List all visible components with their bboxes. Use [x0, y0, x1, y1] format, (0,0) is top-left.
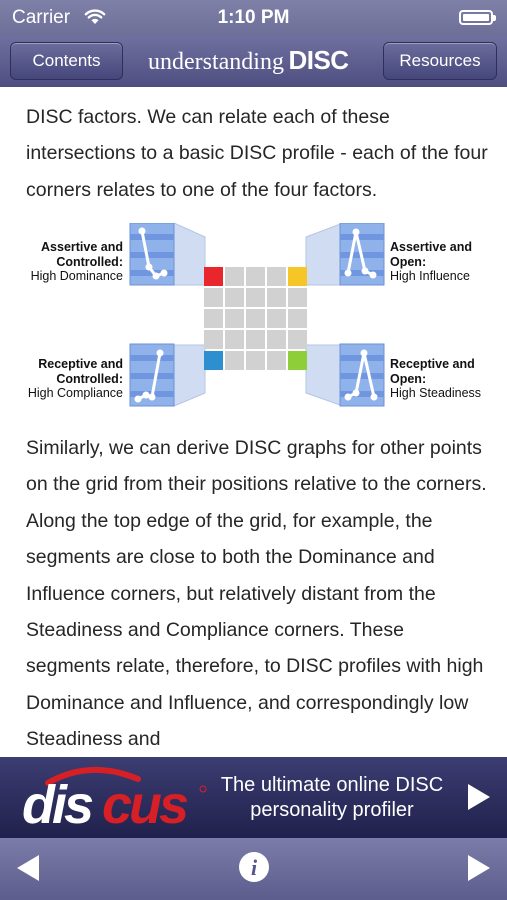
grid-cell — [246, 288, 265, 307]
wifi-icon — [84, 9, 106, 24]
clock: 1:10 PM — [217, 7, 290, 28]
navigation-bar: Contents understanding DISC Resources — [0, 36, 507, 87]
grid-cell — [288, 267, 307, 286]
grid-cell — [267, 288, 286, 307]
grid-cell — [204, 288, 223, 307]
label-tr-line1: Assertive and — [390, 240, 472, 254]
grid-cell — [288, 288, 307, 307]
paragraph-intro: DISC factors. We can relate each of thes… — [26, 106, 488, 201]
info-icon[interactable]: i — [239, 852, 269, 882]
back-arrow-icon[interactable] — [17, 855, 39, 881]
grid-cell — [267, 351, 286, 370]
resources-button[interactable]: Resources — [383, 42, 497, 80]
label-tl-line1: Assertive and — [41, 240, 123, 254]
label-tl-line3: High Dominance — [30, 269, 123, 283]
grid-cell — [267, 267, 286, 286]
label-tr-line3: High Influence — [390, 269, 470, 283]
label-tr-line2: Open: — [390, 254, 427, 269]
influence-graph-icon — [339, 223, 385, 286]
grid-cell — [246, 309, 265, 328]
grid-cell — [267, 309, 286, 328]
steadiness-graph-icon — [339, 343, 385, 407]
banner-forward-icon[interactable] — [468, 784, 490, 810]
carrier-label: Carrier — [12, 7, 71, 28]
label-high-dominance: Assertive and Controlled: High Dominance — [31, 240, 123, 284]
app-title-understanding: understanding — [148, 49, 284, 75]
label-bl-line1: Receptive and — [38, 357, 123, 371]
discus-logo: dis cus — [22, 767, 207, 831]
grid-cell — [225, 267, 244, 286]
banner-line1: The ultimate online DISC — [220, 774, 444, 796]
status-bar: Carrier 1:10 PM — [0, 0, 507, 36]
disc-grid-diagram: Assertive and Controlled: High Dominance… — [0, 223, 507, 419]
compliance-graph-icon — [129, 343, 175, 407]
app-title: understanding DISC — [148, 45, 360, 79]
label-bl-line2: Controlled: — [56, 371, 123, 386]
grid-cell — [204, 330, 223, 349]
profile-graph-icons — [129, 223, 385, 407]
grid-cell — [225, 330, 244, 349]
grid-cell — [246, 330, 265, 349]
dominance-graph-icon — [129, 223, 175, 286]
grid-cell — [225, 288, 244, 307]
disc-grid — [204, 267, 308, 371]
discus-banner[interactable]: dis cus The ultimate online DISC persona… — [0, 757, 507, 838]
svg-text:dis: dis — [22, 775, 93, 831]
grid-cell — [204, 351, 223, 370]
label-high-steadiness: Receptive and Open: High Steadiness — [390, 357, 481, 401]
banner-line2: personality profiler — [250, 799, 414, 821]
forward-arrow-icon[interactable] — [468, 855, 490, 881]
label-high-compliance: Receptive and Controlled: High Complianc… — [28, 357, 123, 401]
label-high-influence: Assertive and Open: High Influence — [390, 240, 472, 284]
svg-text:cus: cus — [102, 775, 188, 831]
battery-icon — [459, 10, 496, 25]
grid-cell — [225, 309, 244, 328]
paragraph-derive-graphs: Similarly, we can derive DISC graphs for… — [26, 437, 487, 751]
grid-cell — [246, 267, 265, 286]
grid-cell — [204, 309, 223, 328]
contents-button[interactable]: Contents — [10, 42, 123, 80]
grid-cell — [225, 351, 244, 370]
label-br-line2: Open: — [390, 371, 427, 386]
banner-tagline: The ultimate online DISC personality pro… — [212, 773, 452, 823]
label-br-line1: Receptive and — [390, 357, 475, 371]
bottom-toolbar: i — [0, 838, 507, 900]
label-br-line3: High Steadiness — [390, 386, 482, 400]
grid-cell — [288, 330, 307, 349]
article-content[interactable]: DISC factors. We can relate each of thes… — [0, 87, 507, 757]
grid-cell — [288, 309, 307, 328]
grid-cell — [288, 351, 307, 370]
label-tl-line2: Controlled: — [56, 254, 123, 269]
grid-cell — [246, 351, 265, 370]
app-title-disc: DISC — [288, 45, 349, 75]
grid-cell — [204, 267, 223, 286]
label-bl-line3: High Compliance — [27, 386, 123, 400]
grid-cell — [267, 330, 286, 349]
